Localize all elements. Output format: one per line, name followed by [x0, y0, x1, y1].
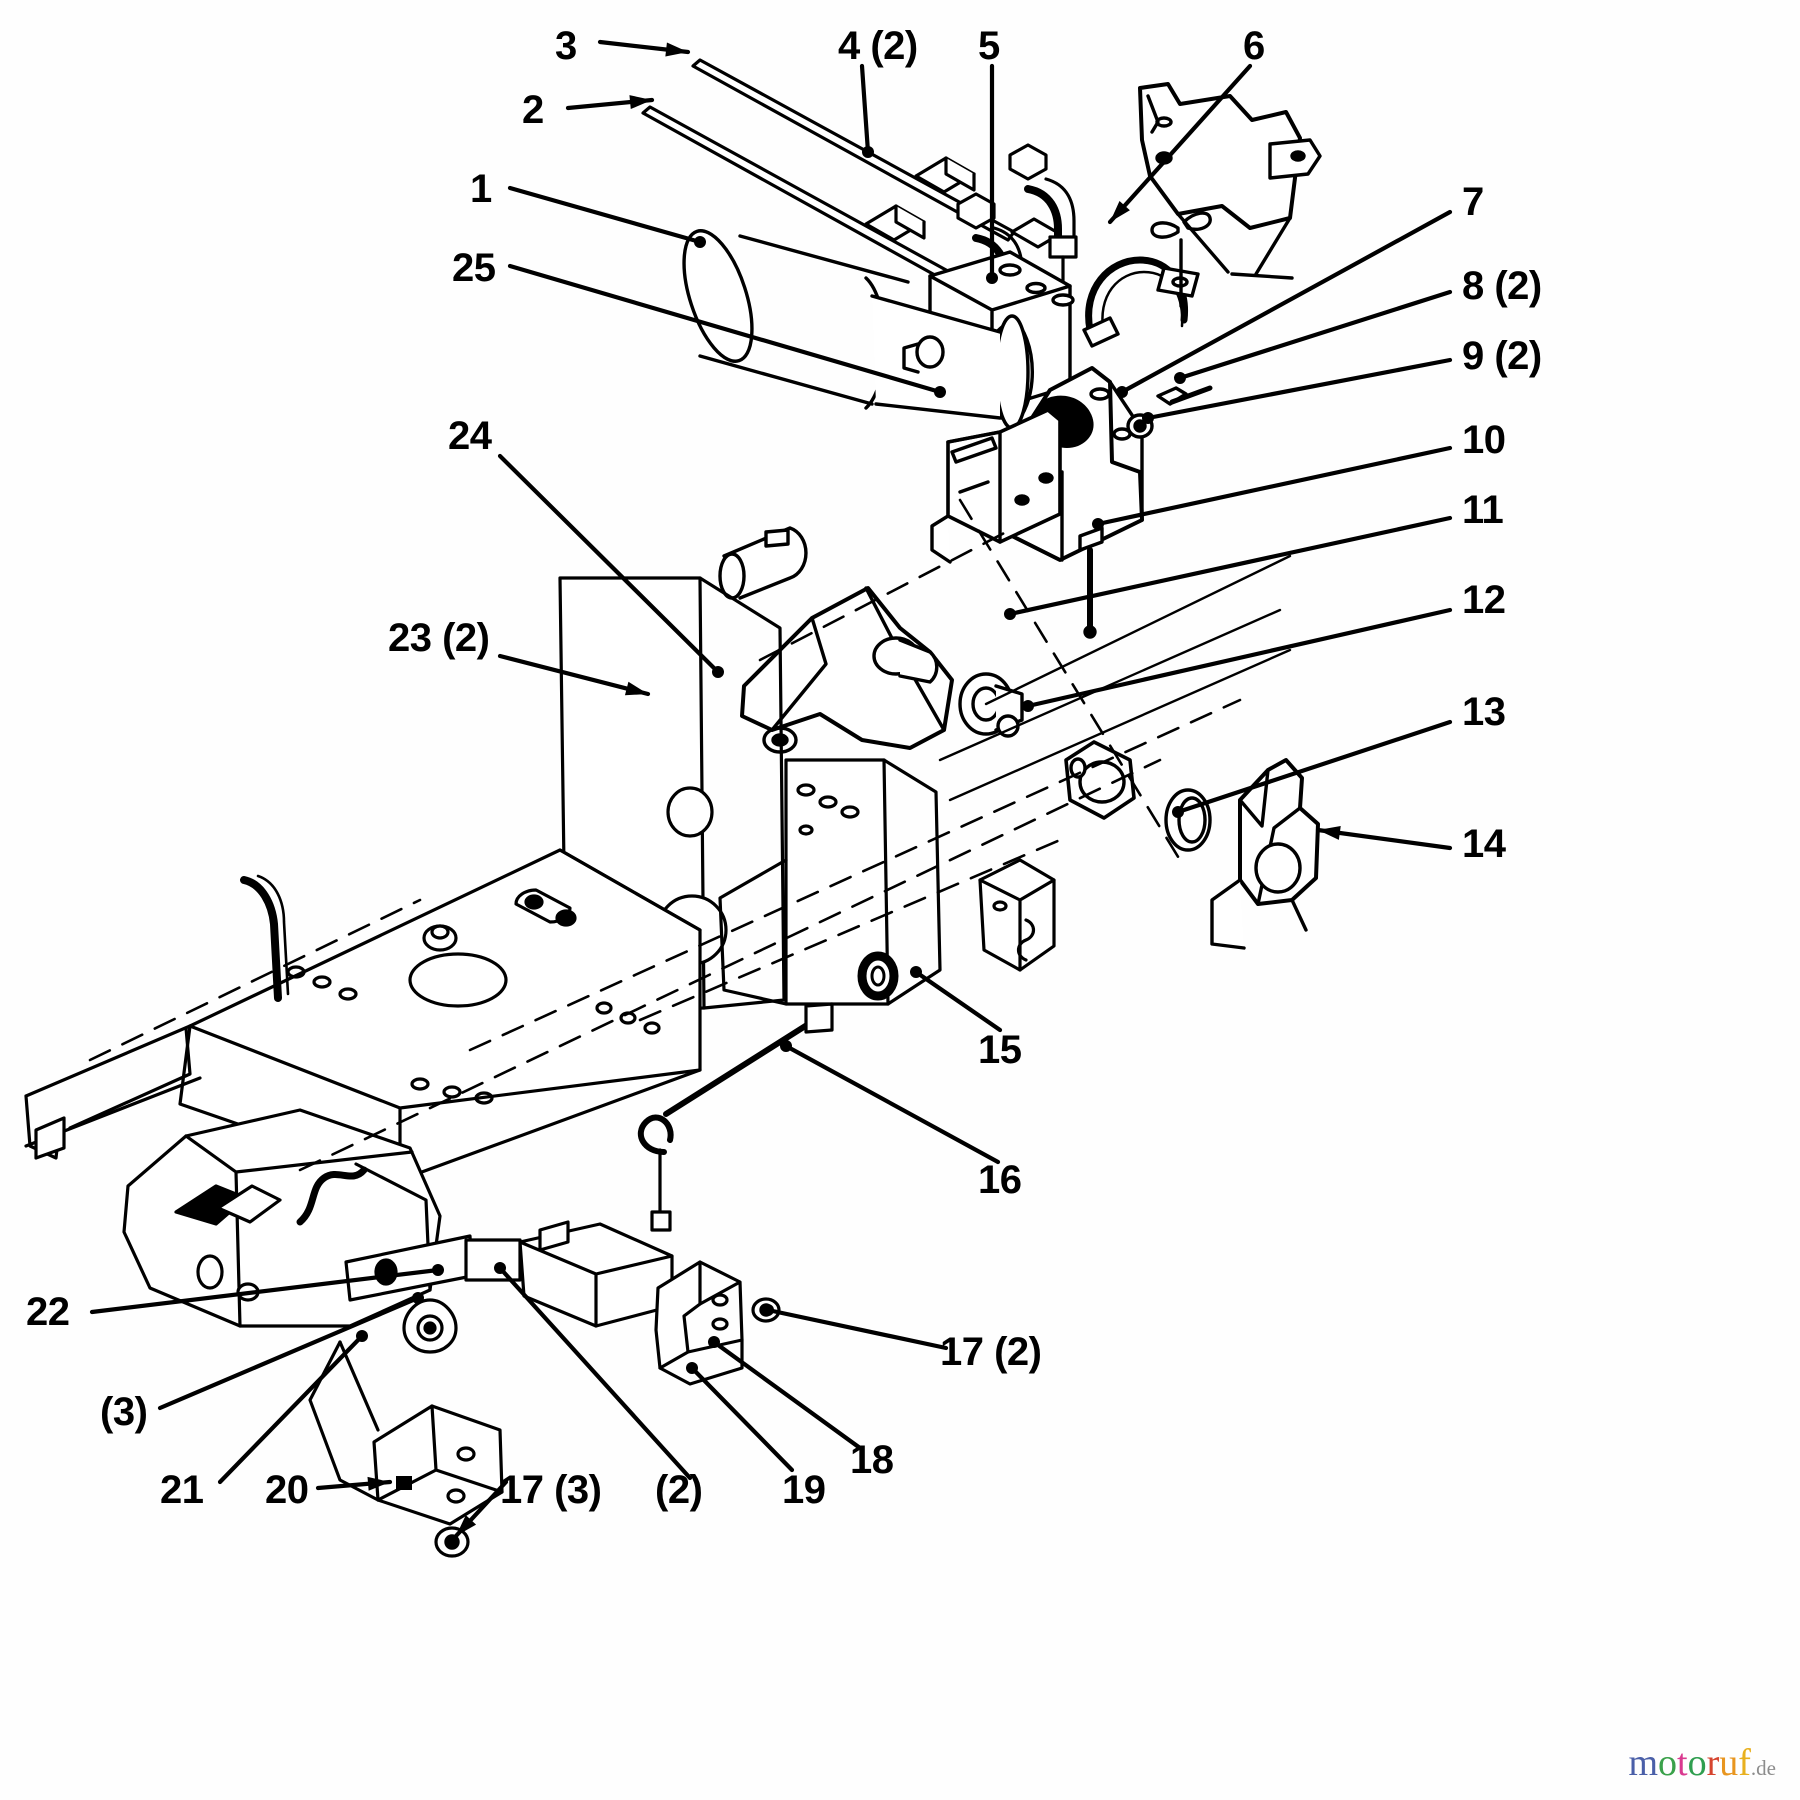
- flange-bearing: [1064, 740, 1136, 820]
- callout-label-c12: 12: [1462, 578, 1506, 622]
- callout-label-c19: 19: [782, 1468, 826, 1512]
- mounting-bracket-6: [1138, 82, 1322, 280]
- callout-label-c5: 5: [978, 24, 1000, 68]
- watermark-letter-4: r: [1706, 1742, 1720, 1784]
- callout-label-c15: 15: [978, 1028, 1022, 1072]
- watermark-suffix: .de: [1750, 1756, 1776, 1780]
- watermark-letter-3: o: [1687, 1742, 1707, 1784]
- callout-label-c13: 13: [1462, 690, 1506, 734]
- bolt-8: [1156, 385, 1213, 406]
- callout-label-c6: 6: [1243, 24, 1265, 68]
- callout-label-c2: 2: [522, 88, 544, 132]
- callout-label-c18: 18: [850, 1438, 894, 1482]
- hidden-center-lines: [88, 498, 1242, 1172]
- watermark-letter-5: u: [1719, 1742, 1739, 1784]
- fastener-18: [751, 1297, 781, 1323]
- bracket-20: [308, 1340, 504, 1526]
- watermark-letter-2: t: [1677, 1742, 1688, 1784]
- retaining-ring-15: [857, 951, 899, 1001]
- hydraulic-hose-upper: [691, 58, 1062, 249]
- callout-label-c9: 9 (2): [1462, 334, 1542, 378]
- transaxle-housing: [122, 1108, 442, 1328]
- fastener-17: [434, 1526, 470, 1558]
- watermark-letter-0: m: [1628, 1742, 1659, 1784]
- seal-ring-13: [1164, 788, 1212, 852]
- watermark-letter-6: f: [1738, 1742, 1751, 1784]
- hydraulic-hose-lower: [641, 105, 968, 291]
- pump-mount-bracket: [930, 366, 1144, 564]
- callout-label-c14: 14: [1462, 822, 1506, 866]
- callout-label-c2b: (2): [655, 1468, 703, 1512]
- callout-label-c3b: (3): [100, 1390, 148, 1434]
- hydraulic-pump-motor: [682, 229, 1075, 430]
- long-bolt-10: [1078, 526, 1104, 639]
- callout-label-c8: 8 (2): [1462, 264, 1542, 308]
- callout-label-c16: 16: [978, 1158, 1022, 1202]
- callout-label-c17a: 17 (3): [500, 1468, 602, 1512]
- callout-label-c17b: 17 (2): [940, 1330, 1042, 1374]
- callout-label-c3: 3: [555, 24, 577, 68]
- callout-label-c4: 4 (2): [838, 24, 918, 68]
- cylinder-bracket-19: [654, 1260, 744, 1386]
- callout-label-c20: 20: [265, 1468, 309, 1512]
- callout-label-c10: 10: [1462, 418, 1506, 462]
- callout-label-c21: 21: [160, 1468, 204, 1512]
- callout-label-c23: 23 (2): [388, 616, 490, 660]
- motoruf-watermark: motoruf.de: [1628, 1744, 1776, 1782]
- callout-label-c25: 25: [452, 246, 496, 290]
- nut-9: [1126, 413, 1154, 439]
- callout-label-c7: 7: [1462, 180, 1484, 224]
- watermark-letter-1: o: [1658, 1742, 1678, 1784]
- support-bracket-14: [1210, 758, 1320, 950]
- elbow-fitting-right: [1008, 143, 1078, 302]
- callout-label-c11: 11: [1462, 488, 1504, 532]
- callout-label-c1: 1: [470, 167, 492, 211]
- callout-label-c22: 22: [26, 1290, 70, 1334]
- callout-label-c24: 24: [448, 414, 492, 458]
- bent-rod-16: [637, 1002, 834, 1232]
